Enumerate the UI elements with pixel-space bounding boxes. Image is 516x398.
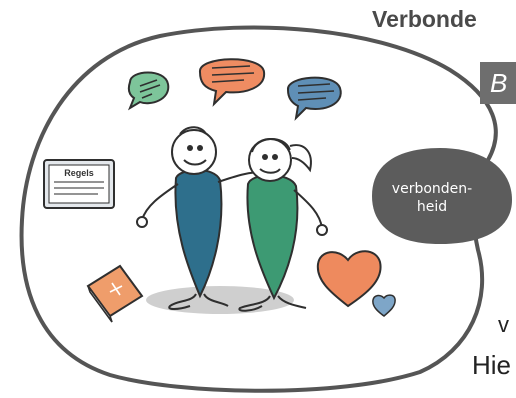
blue-speech-bubble-icon (287, 76, 342, 121)
connection-bubble-label-line2: heid (416, 199, 448, 215)
body-text-line-2: Hie (472, 350, 512, 380)
connection-bubble-label-line1: verbonden- (391, 181, 473, 197)
subtitle: B (490, 68, 508, 98)
girl-figure (238, 138, 328, 312)
small-heart-icon (372, 294, 396, 317)
connection-bubble (372, 148, 512, 244)
rules-sign-label: Regels (64, 168, 94, 178)
heart-icon (316, 250, 382, 308)
green-speech-bubble-icon (127, 71, 170, 111)
connection-bubble-label: verbonden- heid (372, 180, 492, 216)
book-icon (86, 264, 144, 323)
orange-speech-bubble-icon (199, 58, 266, 107)
subtitle-box (480, 62, 516, 104)
body-text-line-1: v (498, 312, 509, 337)
page-heading: Verbonde (372, 6, 477, 32)
rules-sign-icon (43, 159, 115, 209)
blob-outline (19, 25, 498, 393)
boy-figure (136, 126, 263, 310)
